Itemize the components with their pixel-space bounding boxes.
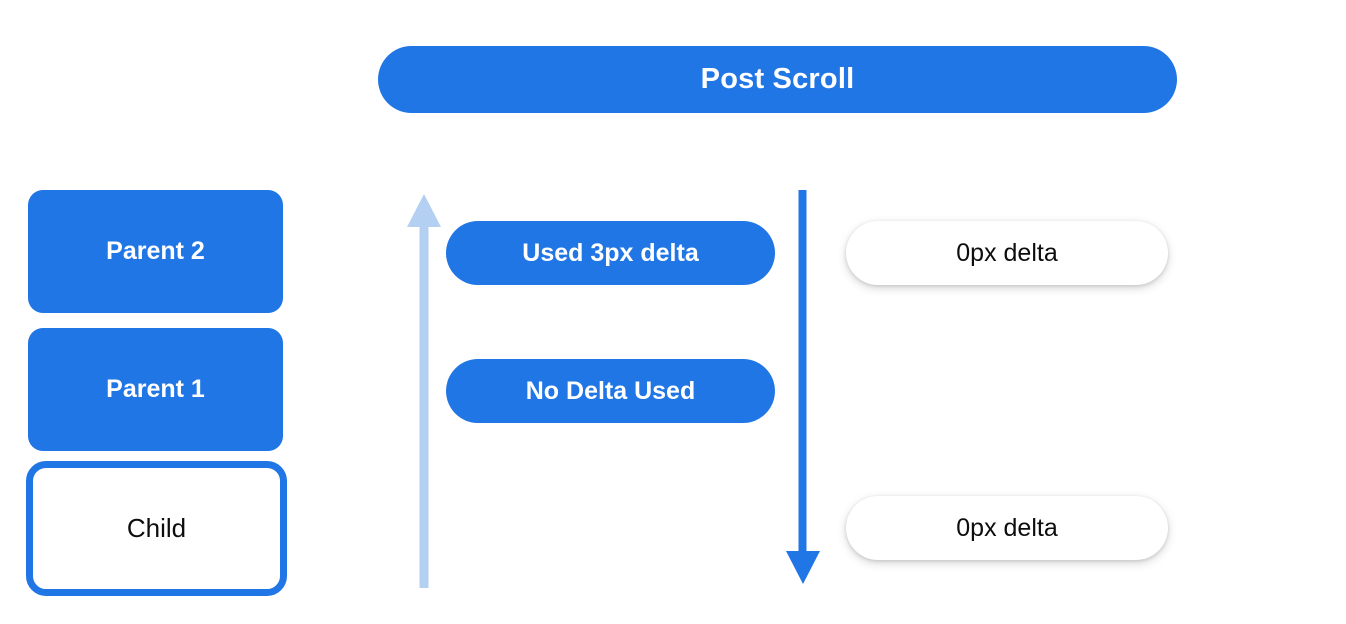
node-child-label: Child — [126, 513, 187, 543]
node-parent-2-label: Parent 2 — [106, 237, 205, 265]
pill-zero-delta-bottom-label: 0px delta — [956, 513, 1058, 542]
page-title-banner: Post Scroll — [378, 46, 1177, 113]
pill-no-delta-used: No Delta Used — [446, 359, 775, 423]
page-title: Post Scroll — [700, 63, 855, 95]
pill-zero-delta-bottom: 0px delta — [846, 496, 1168, 560]
pill-used-delta-label: Used 3px delta — [522, 238, 699, 267]
node-parent-1-label: Parent 1 — [106, 375, 205, 403]
pill-zero-delta-top: 0px delta — [846, 221, 1168, 285]
node-child: Child — [26, 461, 287, 596]
arrow-down-icon — [786, 190, 820, 584]
node-parent-2: Parent 2 — [28, 190, 283, 313]
pill-used-delta: Used 3px delta — [446, 221, 775, 285]
arrow-up-icon — [407, 194, 441, 588]
node-parent-1: Parent 1 — [28, 328, 283, 451]
pill-zero-delta-top-label: 0px delta — [956, 238, 1058, 267]
pill-no-delta-used-label: No Delta Used — [525, 376, 696, 405]
